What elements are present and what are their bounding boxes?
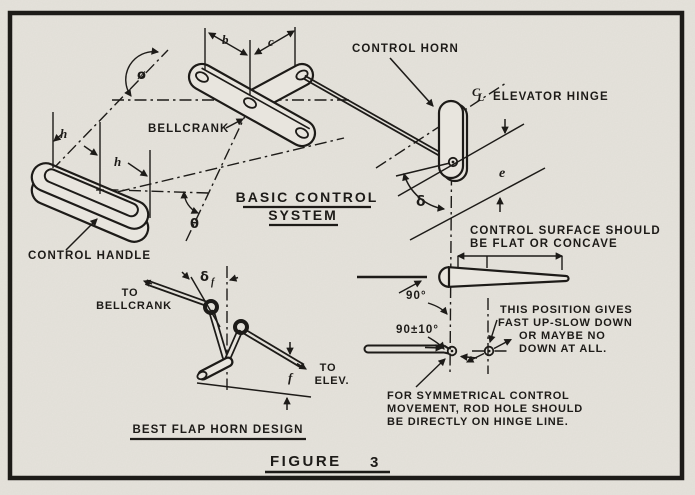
dim-h-lower: h bbox=[114, 154, 121, 169]
figure-border bbox=[7, 10, 685, 481]
elevator-section bbox=[357, 266, 570, 288]
control-horn-leader bbox=[389, 57, 434, 107]
bellcrank-label: BELLCRANK bbox=[148, 123, 229, 135]
centerline-symbol: C L bbox=[472, 85, 484, 104]
dim-delta-f-sub: f bbox=[211, 277, 216, 288]
position-note-leader bbox=[488, 319, 498, 344]
control-handle-leader bbox=[65, 218, 98, 251]
figure-title: BASIC CONTROL SYSTEM bbox=[236, 189, 379, 227]
title-line1: BASIC CONTROL bbox=[236, 189, 379, 205]
symmetry-note-line1: FOR SYMMETRICAL CONTROL bbox=[387, 390, 570, 402]
angle-90-label: 90° bbox=[406, 290, 427, 302]
bellcrank-drawing: b c ø BELLCRANK bbox=[124, 27, 317, 148]
flap-horn-caption: BEST FLAP HORN DESIGN bbox=[132, 424, 303, 436]
symmetry-note-leader bbox=[415, 358, 446, 388]
rod-and-holes bbox=[363, 338, 512, 363]
dim-phi: ø bbox=[137, 68, 146, 83]
dim-delta: δ bbox=[416, 194, 426, 210]
flap-horn-wire bbox=[196, 299, 249, 381]
flat-note-line2: BE FLAT OR CONCAVE bbox=[470, 238, 618, 250]
elevator-pushrod bbox=[302, 74, 452, 163]
position-note-line3: OR MAYBE NO bbox=[519, 330, 606, 342]
to-bellcrank-line2: BELLCRANK bbox=[96, 300, 172, 312]
control-surface-drawing: CONTROL SURFACE SHOULD BE FLAT OR CONCAV… bbox=[357, 225, 661, 428]
flat-note-line1: CONTROL SURFACE SHOULD bbox=[470, 225, 661, 237]
control-handle-label: CONTROL HANDLE bbox=[28, 250, 151, 262]
flap-pushrods bbox=[142, 279, 307, 370]
centerline-symbol-c: C bbox=[472, 85, 481, 99]
position-note-line4: DOWN AT ALL. bbox=[519, 343, 607, 355]
hinge-angle-arrows bbox=[398, 280, 448, 350]
elevator-hinge-label: ELEVATOR HINGE bbox=[493, 91, 609, 103]
symmetry-note-line3: BE DIRECTLY ON HINGE LINE. bbox=[387, 416, 569, 428]
dim-delta-f: δ bbox=[200, 270, 209, 285]
bellcrank-holes bbox=[195, 69, 309, 139]
dim-c: c bbox=[268, 34, 274, 49]
symmetry-note-line2: MOVEMENT, ROD HOLE SHOULD bbox=[387, 403, 583, 415]
to-elev-line1: TO bbox=[320, 362, 337, 374]
figure-caption: FIGURE 3 bbox=[265, 453, 390, 474]
bellcrank-leader bbox=[225, 118, 244, 129]
control-horn-drawing: δ e CONTROL HORN C L ELEVATOR HINGE bbox=[352, 43, 609, 241]
dim-e: e bbox=[499, 166, 505, 181]
position-note-line2: FAST UP-SLOW DOWN bbox=[498, 317, 633, 329]
figure-caption-number: 3 bbox=[370, 454, 381, 471]
dim-theta: θ bbox=[190, 217, 199, 232]
dim-f: f bbox=[288, 370, 294, 385]
to-elev-line2: ELEV. bbox=[315, 375, 350, 387]
control-horn-label: CONTROL HORN bbox=[352, 43, 459, 55]
angle-90-10-label: 90±10° bbox=[396, 324, 439, 336]
bellcrank-dimension-lines bbox=[124, 27, 296, 97]
flap-dimension-lines bbox=[181, 271, 312, 410]
centerline-symbol-l: L bbox=[476, 90, 484, 104]
flat-span-dimension bbox=[456, 252, 564, 270]
flap-horn-drawing: δ f f TO BELLCRANK TO ELEV. BEST FLAP HO… bbox=[96, 270, 350, 441]
title-line2: SYSTEM bbox=[268, 207, 338, 223]
figure-caption-word: FIGURE bbox=[270, 453, 342, 470]
horn-dimension-lines bbox=[395, 119, 546, 241]
handle-pivot-cross bbox=[96, 186, 104, 194]
dim-b: b bbox=[222, 32, 229, 47]
position-note-line1: THIS POSITION GIVES bbox=[500, 304, 633, 316]
control-handle-drawing: h h θ CONTROL HANDLE bbox=[28, 112, 200, 262]
dim-h-upper: h bbox=[60, 126, 67, 141]
to-bellcrank-line1: TO bbox=[122, 287, 139, 299]
handle-dimension-lines bbox=[52, 112, 200, 218]
